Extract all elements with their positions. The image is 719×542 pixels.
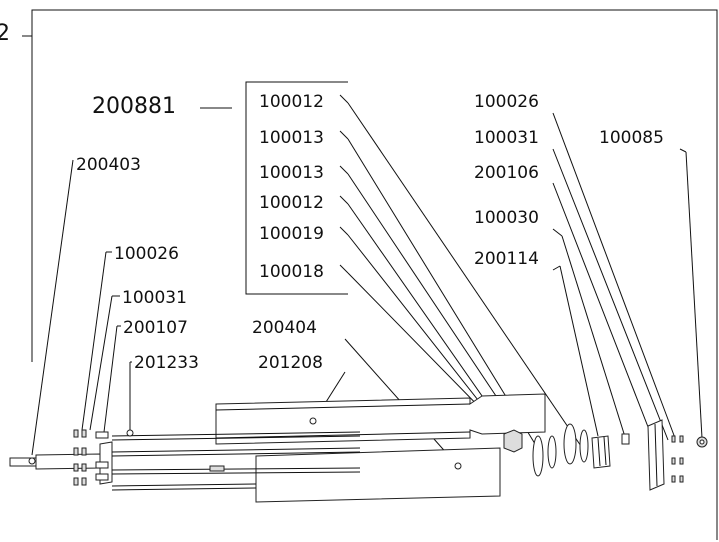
leader-lines (31, 94, 703, 467)
group-part-4: 100012 (259, 193, 324, 213)
frame-label: 2 (0, 21, 10, 46)
left-part-1: 200403 (76, 155, 141, 175)
group-part-1: 100012 (259, 92, 324, 112)
group-part-6: 100018 (259, 262, 324, 282)
main-part-label: 200881 (92, 94, 176, 119)
right-part-5: 100030 (474, 208, 539, 228)
exploded-components (503, 419, 708, 491)
sleeve-tube (215, 393, 546, 445)
bolt-heads-left (73, 429, 87, 486)
bolt-heads-right (671, 435, 684, 483)
main-body-tube (255, 447, 501, 503)
group-part-5: 100019 (259, 224, 324, 244)
right-part-2: 100031 (474, 128, 539, 148)
left-part-3: 100031 (122, 288, 187, 308)
group-part-2: 100013 (259, 128, 324, 148)
left-part-2: 100026 (114, 244, 179, 264)
right-part-6: 200114 (474, 249, 539, 269)
drawing-frame (22, 9, 718, 540)
right-part-1: 100026 (474, 92, 539, 112)
rod-assembly (9, 429, 361, 491)
left-part-4: 200107 (123, 318, 188, 338)
center-part-2: 201208 (258, 353, 323, 373)
group-bracket (245, 81, 348, 295)
right-part-3: 100085 (599, 128, 664, 148)
right-part-4: 200106 (474, 163, 539, 183)
center-part-1: 200404 (252, 318, 317, 338)
left-part-5: 201233 (134, 353, 199, 373)
group-part-3: 100013 (259, 163, 324, 183)
